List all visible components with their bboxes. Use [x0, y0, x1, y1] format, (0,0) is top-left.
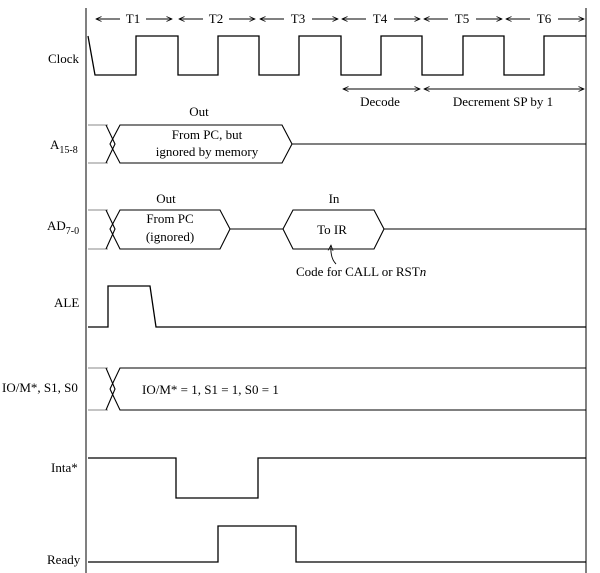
ale-waveform — [88, 285, 586, 328]
a15-8-bus-waveform — [88, 124, 586, 164]
ad7-0-out-line2: (ignored) — [146, 229, 194, 244]
ad7-0-out-line1: From PC — [146, 211, 193, 226]
inta-waveform — [88, 457, 586, 499]
period-label-t4: T4 — [373, 11, 388, 26]
call-rst-callout: Code for CALL or RSTn — [296, 264, 426, 279]
ad7-0-in-label: To IR — [317, 222, 347, 237]
ad7-0-bus-waveform — [88, 209, 586, 250]
ale-label: ALE — [54, 295, 79, 310]
decrement-sp-label: Decrement SP by 1 — [453, 94, 553, 109]
a15-8-label: A15-8 — [50, 137, 78, 156]
period-label-t5: T5 — [455, 11, 469, 26]
period-label-t3: T3 — [291, 11, 305, 26]
a15-8-bus-line2: ignored by memory — [156, 144, 259, 159]
iom-status-value: IO/M* = 1, S1 = 1, S0 = 1 — [142, 382, 279, 397]
period-label-t6: T6 — [537, 11, 552, 26]
ad7-0-label: AD7-0 — [47, 218, 79, 237]
clock-label: Clock — [48, 51, 80, 66]
phase-markers: Decode Decrement SP by 1 — [343, 89, 584, 109]
ad7-0-in-direction: In — [329, 191, 340, 206]
period-header: T1 T2 T3 T4 T5 T6 — [96, 11, 584, 26]
period-label-t2: T2 — [209, 11, 223, 26]
iom-status-waveform — [88, 367, 586, 411]
iom-status-label: IO/M*, S1, S0 — [2, 380, 78, 395]
callout-arrow — [331, 245, 337, 265]
ready-waveform — [88, 525, 586, 563]
ad7-0-out-direction: Out — [156, 191, 176, 206]
a15-8-bus-line1: From PC, but — [172, 127, 243, 142]
ready-label: Ready — [47, 552, 81, 567]
period-label-t1: T1 — [126, 11, 140, 26]
clock-waveform — [87, 35, 586, 76]
a15-8-direction: Out — [189, 104, 209, 119]
decode-label: Decode — [360, 94, 400, 109]
inta-label: Inta* — [51, 460, 78, 475]
